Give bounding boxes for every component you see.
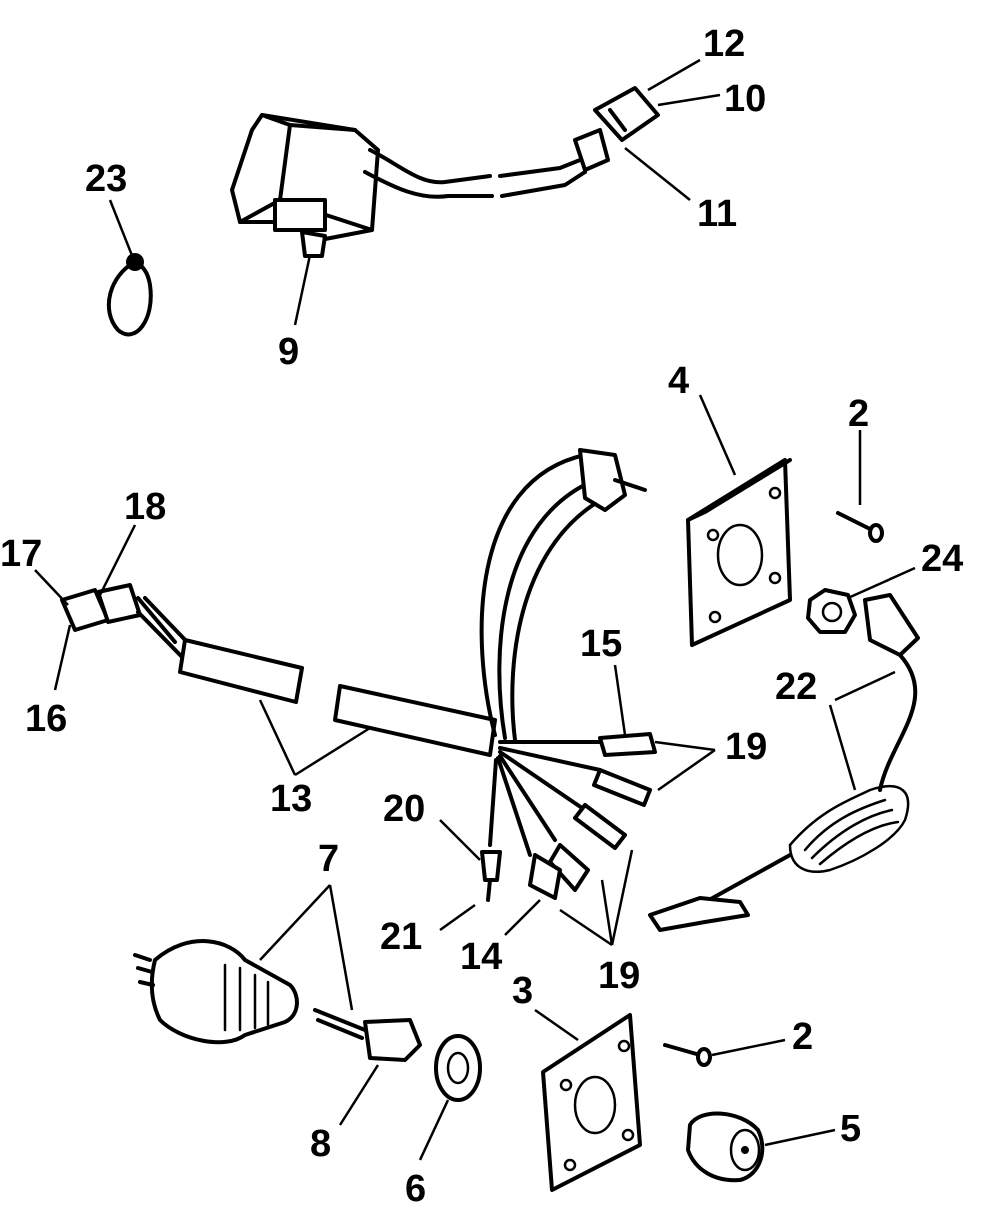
callout-6: 6: [405, 1168, 427, 1210]
part-5-cap: [686, 1111, 765, 1183]
callout-2-lower: 2: [792, 1016, 814, 1058]
part-4-mounting-plate: [686, 458, 792, 647]
callout-23: 23: [85, 158, 128, 200]
callout-21: 21: [380, 916, 423, 958]
callout-19-lower: 19: [598, 955, 641, 997]
callout-17: 17: [0, 533, 43, 575]
callout-10: 10: [724, 78, 767, 120]
callout-12: 12: [703, 23, 746, 65]
part-7-ignition-switch: [133, 939, 299, 1045]
callout-14: 14: [460, 936, 503, 978]
part-22-lanyard: [648, 593, 920, 932]
part-9-module: [230, 86, 660, 258]
callout-16: 16: [25, 698, 68, 740]
part-24-nut: [806, 588, 857, 634]
part-2-screw-lower: [663, 1043, 712, 1067]
callout-9: 9: [278, 331, 300, 373]
callout-7: 7: [318, 838, 340, 880]
callout-3: 3: [512, 970, 534, 1012]
callout-8: 8: [310, 1123, 332, 1165]
callout-4: 4: [668, 360, 690, 402]
callout-20: 20: [383, 788, 426, 830]
callout-11: 11: [697, 193, 738, 235]
leader-lines: [34, 58, 916, 1161]
callout-2-upper: 2: [848, 393, 870, 435]
callout-22: 22: [775, 666, 818, 708]
part-6-washer: [434, 1034, 482, 1102]
callout-18: 18: [124, 486, 167, 528]
callout-24: 24: [921, 538, 964, 580]
callout-13: 13: [270, 778, 313, 820]
part-13-wiring-harness: [60, 448, 657, 902]
callout-5: 5: [840, 1108, 862, 1150]
part-2-screw-upper: [836, 511, 884, 543]
part-3-mounting-plate: [541, 1013, 642, 1192]
part-23-cable-tie: [107, 253, 153, 337]
part-8-key: [313, 1008, 422, 1062]
callout-19-upper: 19: [725, 726, 768, 768]
callout-15: 15: [580, 623, 623, 665]
